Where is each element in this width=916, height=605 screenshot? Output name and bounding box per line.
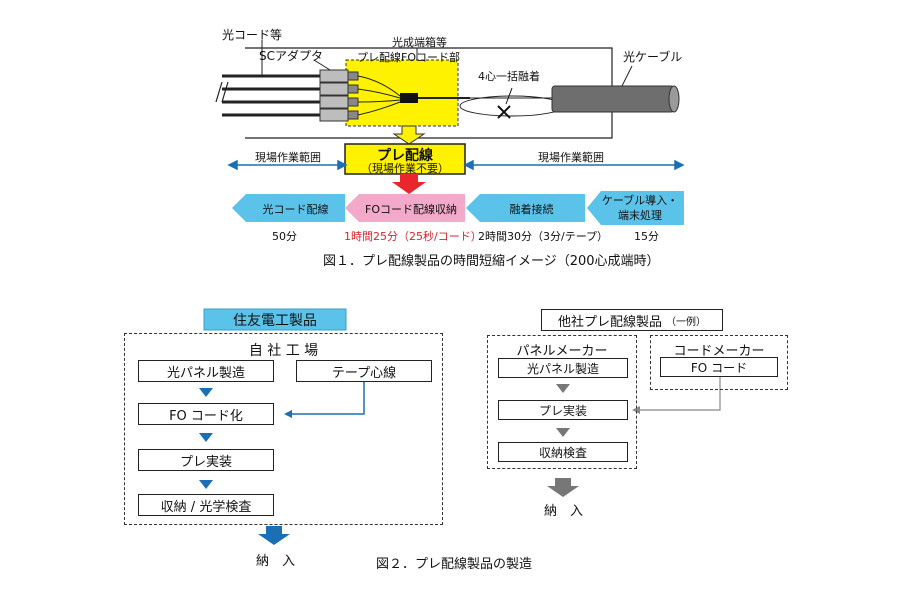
- sumitomo-tape-box: テープ心線: [296, 360, 432, 382]
- figure1-caption: 図１．プレ配線製品の時間短縮イメージ（200心成端時）: [323, 254, 660, 269]
- other-final-label: 収納検査: [538, 445, 587, 460]
- site-work-left-label: 現場作業範囲: [255, 151, 321, 164]
- fanout-block: [400, 93, 418, 103]
- other-fo-label: FO コード: [690, 360, 748, 375]
- cord-maker-title: コードメーカー: [673, 344, 765, 359]
- sumitomo-panel-label: 光パネル製造: [166, 365, 245, 381]
- site-work-arrows: [227, 159, 685, 171]
- other-pre-label: プレ実装: [538, 403, 587, 418]
- label-termination-box: 光成端箱等: [392, 36, 447, 49]
- label-sc-adapter: SCアダプタ: [259, 49, 323, 63]
- fanout-fibers: [357, 75, 401, 116]
- step-3-label: 融着接続: [509, 203, 554, 216]
- other-delivery-arrow: [547, 478, 579, 497]
- step-2-time: 1時間25分（25秒/コード）: [344, 230, 482, 243]
- sumitomo-panel-box: 光パネル製造: [138, 360, 274, 382]
- site-work-right-label: 現場作業範囲: [538, 151, 604, 164]
- other-title-box: 他社プレ配線製品 （一例）: [541, 309, 723, 331]
- other-pre-box: プレ実装: [498, 400, 628, 420]
- other-final-box: 収納検査: [498, 442, 628, 462]
- own-factory-title: 自 社 工 場: [248, 343, 319, 359]
- break-mark: [215, 81, 229, 103]
- label-optical-cord: 光コード等: [222, 28, 283, 42]
- sumitomo-fo-box: FO コード化: [138, 403, 274, 425]
- cord-maker-frame: [650, 335, 788, 390]
- sumitomo-down-arrows: [199, 388, 213, 489]
- prewire-title: プレ配線: [377, 148, 433, 164]
- splice-mark: [497, 105, 511, 119]
- step-3-time: 2時間30分（3分/テープ）: [478, 230, 609, 243]
- step-arrow-3: [466, 194, 585, 222]
- step-4-label: ケーブル導入・ 端末処理: [601, 194, 679, 222]
- step-2-label: FOコード配線収納: [365, 203, 457, 216]
- figure2-caption: 図２．プレ配線製品の製造: [376, 557, 533, 572]
- step-4-time: 15分: [634, 230, 659, 243]
- step-1-label: 光コード配線: [262, 203, 329, 216]
- sumitomo-delivery-label: 納 入: [256, 554, 296, 569]
- sumitomo-delivery-arrow: [258, 526, 290, 545]
- prewire-box: [344, 143, 466, 175]
- other-example: （一例）: [666, 316, 706, 328]
- sumitomo-final-label: 収納 / 光学検査: [160, 499, 252, 515]
- panel-maker-frame: [487, 335, 637, 469]
- yellow-down-arrow: [392, 125, 426, 145]
- label-optical-cable: 光ケーブル: [623, 50, 683, 64]
- sc-adapters: [319, 69, 359, 122]
- step-arrow-2: [345, 194, 465, 222]
- label-prewire-fo-cord: プレ配線FOコード部: [357, 51, 460, 64]
- sumitomo-title-box: [203, 308, 347, 331]
- other-title: 他社プレ配線製品: [557, 314, 662, 330]
- sumitomo-tape-label: テープ心線: [331, 365, 397, 381]
- sumitomo-final-box: 収納 / 光学検査: [138, 494, 274, 516]
- sumitomo-pre-box: プレ実装: [138, 449, 274, 471]
- other-panel-label: 光パネル製造: [526, 361, 599, 376]
- optical-cords: [222, 74, 320, 117]
- sumitomo-fo-label: FO コード化: [169, 408, 243, 424]
- panel-maker-title: パネルメーカー: [516, 344, 608, 359]
- step-1-time: 50分: [272, 230, 297, 243]
- other-delivery-label: 納 入: [544, 504, 584, 519]
- red-down-arrow: [392, 174, 426, 194]
- other-fo-box: FO コード: [660, 357, 778, 377]
- step-arrow-4: [587, 191, 684, 225]
- other-down-arrows: [556, 384, 570, 437]
- sumitomo-title: 住友電工製品: [233, 313, 317, 329]
- label-fusion-splice: 4心一括融着: [478, 70, 540, 83]
- prewire-subtitle: （現場作業不要）: [361, 162, 449, 175]
- other-panel-box: 光パネル製造: [498, 358, 628, 378]
- sumitomo-pre-label: プレ実装: [179, 454, 232, 470]
- own-factory-frame: [124, 333, 443, 525]
- step-arrow-1: [232, 194, 345, 222]
